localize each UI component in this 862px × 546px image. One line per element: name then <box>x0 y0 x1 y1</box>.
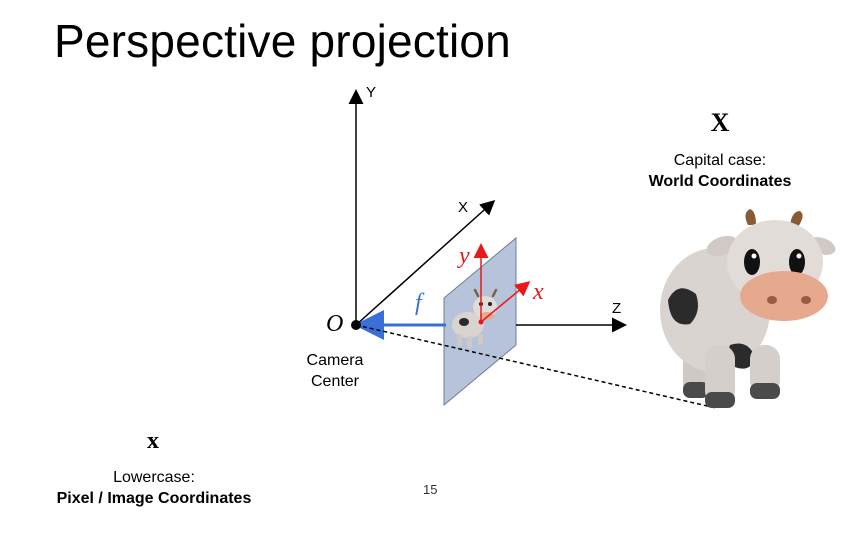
world-caption-line2: World Coordinates <box>648 173 792 190</box>
world-cow-icon <box>660 209 836 408</box>
pixel-caption-line2: Pixel / Image Coordinates <box>56 490 252 507</box>
world-caption-line1: Capital case: <box>673 152 767 169</box>
image-y-label: y <box>459 243 470 269</box>
focal-length-label: f <box>415 290 422 316</box>
z-axis-label: Z <box>612 300 622 317</box>
small-cow-icon <box>452 288 498 348</box>
y-axis-label: Y <box>366 84 377 101</box>
camera-center-caption: Camera Center <box>295 350 375 392</box>
pixel-symbol: x <box>147 428 159 454</box>
image-x-axis <box>480 281 531 323</box>
x-axis-label: X <box>458 199 469 216</box>
camera-caption-line2: Center <box>310 373 360 390</box>
projection-ray <box>355 324 717 409</box>
pixel-caption: Lowercase: Pixel / Image Coordinates <box>38 467 270 509</box>
slide-title: Perspective projection <box>54 15 511 67</box>
x-axis <box>355 199 496 326</box>
camera-caption-line1: Camera <box>306 352 364 369</box>
image-x-label: x <box>533 279 544 305</box>
world-symbol: X <box>710 108 730 137</box>
camera-center-dot <box>351 320 361 330</box>
pixel-caption-line1: Lowercase: <box>113 469 195 486</box>
origin-label: O <box>326 311 344 337</box>
page-number: 15 <box>423 482 438 497</box>
world-caption: Capital case: World Coordinates <box>640 150 800 192</box>
